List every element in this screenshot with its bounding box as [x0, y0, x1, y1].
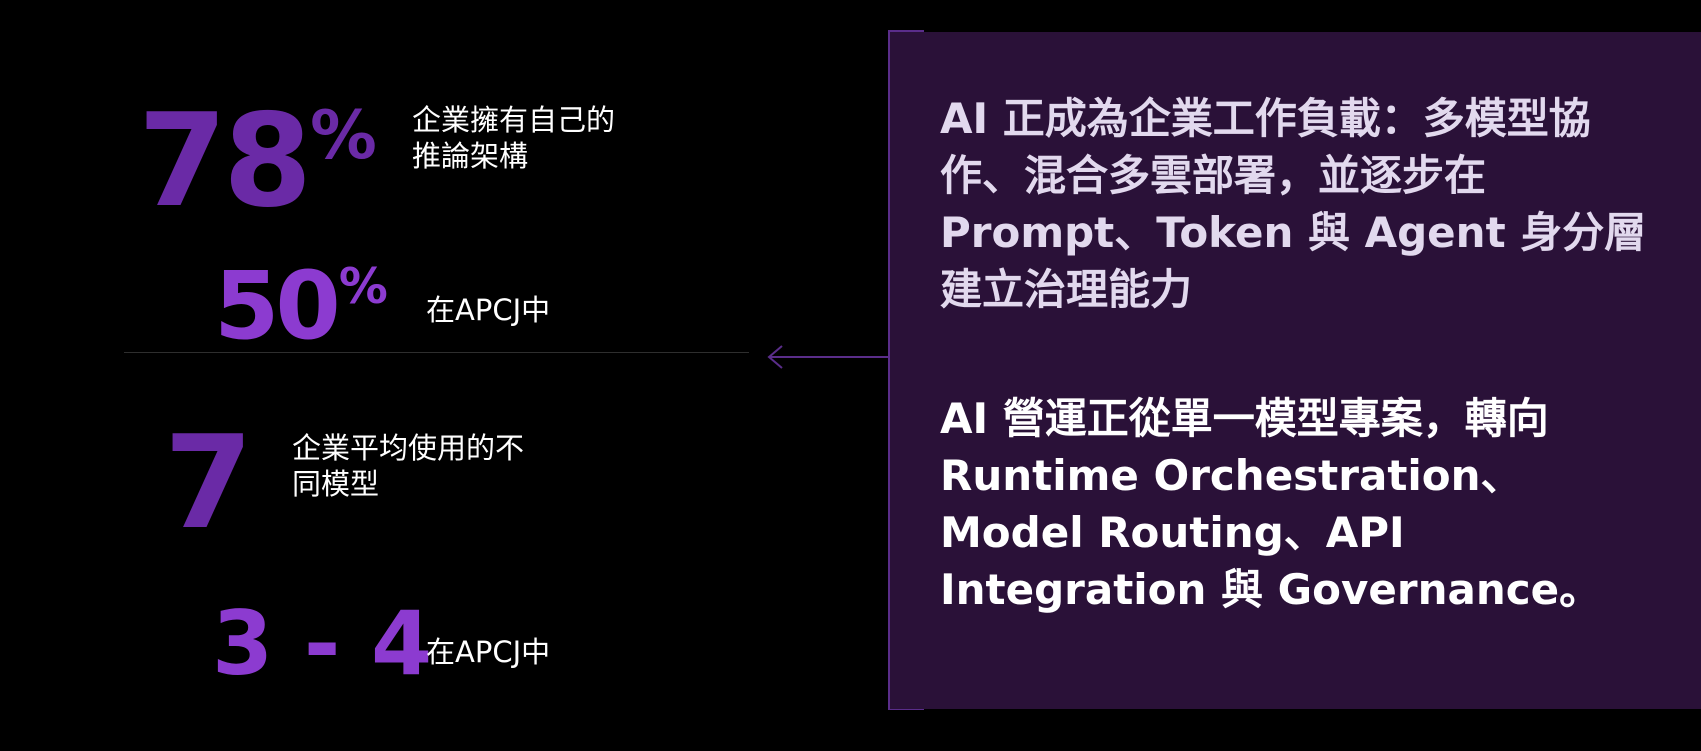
stat-3-4: 3 - 4 [212, 600, 432, 688]
stat-value: 7 [164, 409, 253, 558]
stat-label-avg-models: 企業平均使用的不 同模型 [292, 431, 525, 501]
summary-panel: AI 正成為企業工作負載：多模型協作、混合多雲部署，並逐步在 Prompt、To… [888, 32, 1701, 709]
panel-bottom-accent [888, 708, 924, 710]
divider-line [124, 352, 749, 353]
stat-50-percent: 50% [214, 260, 388, 354]
stat-value: 78 [138, 87, 312, 236]
stat-label-apcj-1: 在APCJ中 [426, 293, 551, 327]
stat-suffix: % [338, 257, 388, 315]
stat-label-own-inference: 企業擁有自己的 推論架構 [412, 103, 616, 173]
panel-top-accent [888, 30, 924, 32]
stat-value: 3 - 4 [212, 592, 433, 695]
stat-78-percent: 78% [138, 98, 377, 226]
left-arrow-icon [767, 345, 890, 369]
panel-paragraph-workloads: AI 正成為企業工作負載：多模型協作、混合多雲部署，並逐步在 Prompt、To… [940, 94, 1647, 314]
stat-label-apcj-2: 在APCJ中 [426, 635, 551, 669]
stat-7-models: 7 [164, 420, 253, 548]
stat-suffix: % [310, 95, 377, 174]
panel-paragraph-operations: AI 營運正從單一模型專案，轉向 Runtime Orchestration、M… [940, 394, 1602, 614]
stat-value: 50 [214, 252, 341, 361]
